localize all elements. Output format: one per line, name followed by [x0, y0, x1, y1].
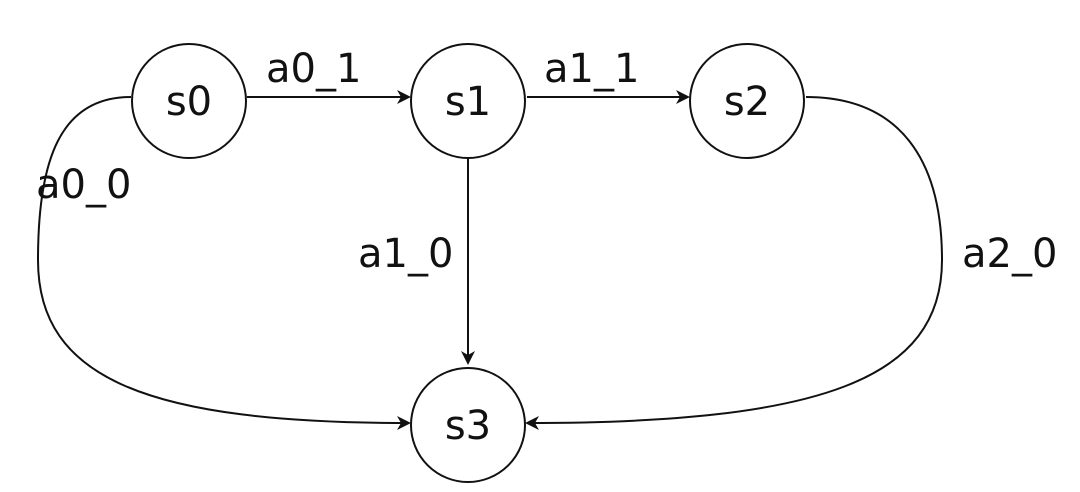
edge-a2_0	[525, 96, 944, 430]
node-s0-circle	[131, 43, 247, 159]
edge-labels: a0_1 a1_1 a1_0 a0_0 a2_0	[36, 46, 1057, 277]
node-s1: s1	[410, 43, 526, 159]
nodes: s0 s1 s2 s3	[131, 43, 805, 483]
edge-label-a2_0: a2_0	[962, 231, 1057, 277]
node-s0-label: s0	[166, 79, 212, 125]
node-s3-circle	[410, 367, 526, 483]
node-s1-circle	[410, 43, 526, 159]
edges	[36, 90, 944, 430]
node-s2-circle	[689, 43, 805, 159]
node-s3-label: s3	[445, 403, 491, 449]
edge-label-a1_1: a1_1	[544, 46, 639, 92]
node-s1-label: s1	[445, 79, 491, 125]
edge-label-a0_0: a0_0	[36, 162, 131, 208]
node-s3: s3	[410, 367, 526, 483]
edge-label-a0_1: a0_1	[266, 46, 361, 92]
node-s2-label: s2	[724, 79, 770, 125]
edge-a0_0	[36, 96, 411, 430]
edge-label-a1_0: a1_0	[358, 231, 453, 277]
node-s0: s0	[131, 43, 247, 159]
node-s2: s2	[689, 43, 805, 159]
